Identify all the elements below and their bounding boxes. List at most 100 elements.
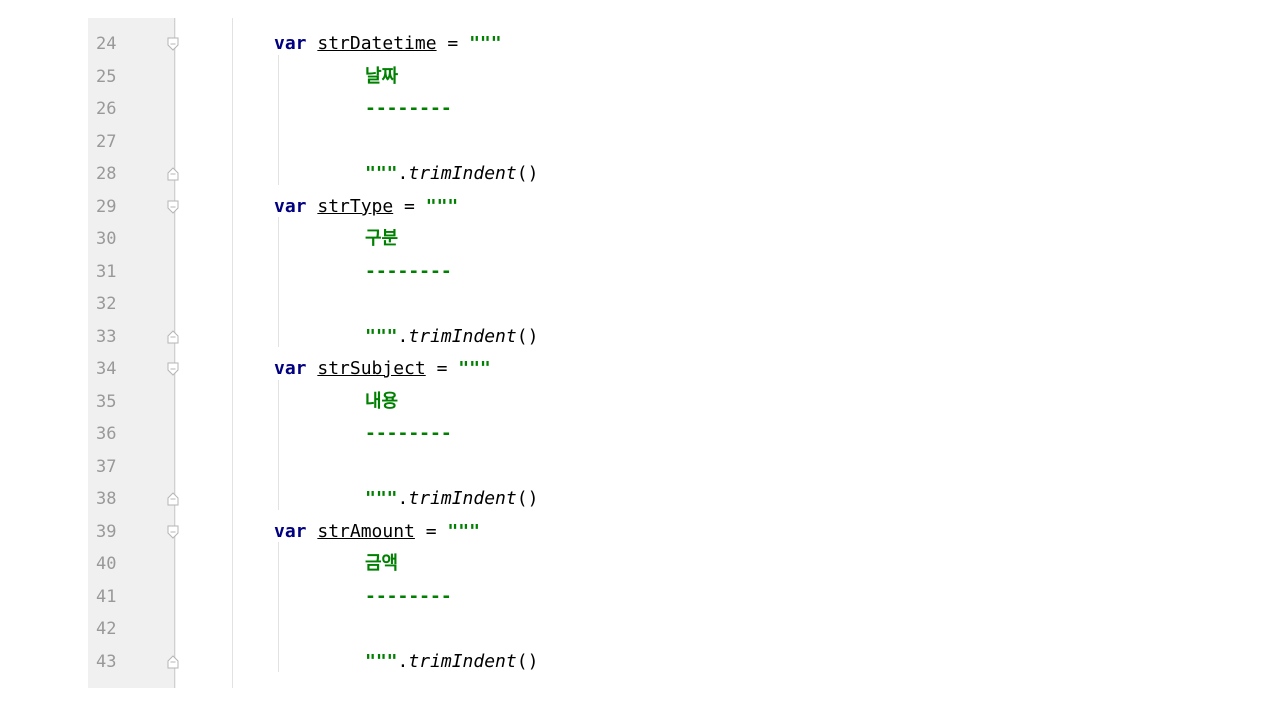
code-line[interactable]: 34 var strSubject = """ xyxy=(88,353,1280,386)
line-number-gutter xyxy=(88,18,176,688)
line-number: 43 xyxy=(96,651,117,672)
block-indent-guide xyxy=(278,542,279,672)
string-content: -------- xyxy=(365,98,452,119)
keyword-var: var xyxy=(274,358,307,379)
line-number: 27 xyxy=(96,131,117,152)
code-line[interactable]: 43 """.trimIndent() xyxy=(88,646,1280,679)
indent-guide xyxy=(232,18,233,688)
call-parens: () xyxy=(516,163,539,184)
string-close-quote: """ xyxy=(365,650,398,672)
fold-open-icon[interactable] xyxy=(167,362,179,376)
code-content: var strSubject = """ xyxy=(274,353,491,386)
code-line[interactable]: 32 xyxy=(88,288,1280,321)
code-line[interactable]: 31-------- xyxy=(88,256,1280,289)
line-number: 40 xyxy=(96,554,117,574)
code-content: """.trimIndent() xyxy=(365,321,538,354)
function-call: trimIndent xyxy=(408,650,517,672)
code-content: -------- xyxy=(365,256,452,289)
code-content: var strType = """ xyxy=(274,191,458,224)
line-number: 33 xyxy=(96,326,117,347)
call-parens: () xyxy=(516,488,539,509)
fold-close-icon[interactable] xyxy=(167,654,179,669)
gutter-divider xyxy=(174,18,175,688)
fold-close-icon[interactable] xyxy=(167,492,179,506)
code-content: 날짜 xyxy=(365,61,398,94)
call-parens: () xyxy=(516,325,539,347)
line-number: 32 xyxy=(96,294,117,314)
code-content: """.trimIndent() xyxy=(365,646,538,679)
string-content: 내용 xyxy=(365,390,399,412)
keyword-var: var xyxy=(274,195,307,217)
string-content: 금액 xyxy=(365,553,399,574)
code-line[interactable]: 37 xyxy=(88,451,1280,484)
code-line[interactable]: 40 금액 xyxy=(88,548,1280,581)
fold-close-icon[interactable] xyxy=(167,329,179,344)
keyword-var: var xyxy=(274,33,307,54)
assign-operator: = xyxy=(425,358,459,379)
fold-close-icon[interactable] xyxy=(167,167,179,181)
line-number: 39 xyxy=(96,521,117,542)
block-indent-guide xyxy=(278,379,279,510)
string-open-quote: """ xyxy=(425,195,459,217)
assign-operator: = xyxy=(414,520,448,542)
string-content: -------- xyxy=(365,423,452,444)
line-number: 34 xyxy=(96,359,117,379)
block-indent-guide xyxy=(278,217,279,347)
member-dot: . xyxy=(397,163,409,184)
string-close-quote: """ xyxy=(365,488,398,509)
code-content: """.trimIndent() xyxy=(365,483,538,516)
code-line[interactable]: 28 """.trimIndent() xyxy=(88,158,1280,191)
code-line[interactable]: 33 """.trimIndent() xyxy=(88,321,1280,354)
line-number: 26 xyxy=(96,99,117,119)
line-number: 28 xyxy=(96,164,117,184)
code-content: -------- xyxy=(365,93,452,126)
code-line[interactable]: 38 """.trimIndent() xyxy=(88,483,1280,516)
string-content: -------- xyxy=(365,260,452,282)
function-call: trimIndent xyxy=(408,488,517,509)
line-number: 35 xyxy=(96,391,117,412)
string-content: 구분 xyxy=(365,228,399,249)
code-line[interactable]: 29 var strType = """ xyxy=(88,191,1280,224)
code-line[interactable]: 39 var strAmount = """ xyxy=(88,516,1280,549)
variable-name: strDatetime xyxy=(317,33,437,54)
call-parens: () xyxy=(516,650,539,672)
fold-open-icon[interactable] xyxy=(167,200,179,214)
string-close-quote: """ xyxy=(365,163,398,184)
variable-name: strType xyxy=(317,195,394,217)
line-number: 38 xyxy=(96,489,117,509)
line-number: 29 xyxy=(96,196,117,217)
function-call: trimIndent xyxy=(408,163,517,184)
code-line[interactable]: 35 내용 xyxy=(88,386,1280,419)
string-content: -------- xyxy=(365,585,452,607)
code-content: -------- xyxy=(365,418,452,451)
block-indent-guide xyxy=(278,54,279,185)
keyword-var: var xyxy=(274,520,307,542)
code-line[interactable]: 26 -------- xyxy=(88,93,1280,126)
assign-operator: = xyxy=(393,195,426,217)
string-close-quote: """ xyxy=(365,325,398,347)
member-dot: . xyxy=(397,325,409,347)
string-open-quote: """ xyxy=(447,520,480,542)
code-content: 구분 xyxy=(365,223,398,256)
code-content: """.trimIndent() xyxy=(365,158,538,191)
code-content: -------- xyxy=(365,581,452,614)
fold-open-icon[interactable] xyxy=(167,525,179,539)
string-open-quote: """ xyxy=(469,33,502,54)
code-line[interactable]: 41 -------- xyxy=(88,581,1280,614)
code-line[interactable]: 42 xyxy=(88,613,1280,646)
code-line[interactable]: 27 xyxy=(88,126,1280,159)
code-content: 내용 xyxy=(365,386,398,419)
line-number: 36 xyxy=(96,424,117,444)
member-dot: . xyxy=(397,650,409,672)
fold-open-icon[interactable] xyxy=(167,37,179,51)
variable-name: strAmount xyxy=(317,520,415,542)
string-open-quote: """ xyxy=(458,358,491,379)
code-line[interactable]: 36 -------- xyxy=(88,418,1280,451)
line-number: 41 xyxy=(96,586,117,607)
line-number: 24 xyxy=(96,34,117,54)
member-dot: . xyxy=(397,488,409,509)
